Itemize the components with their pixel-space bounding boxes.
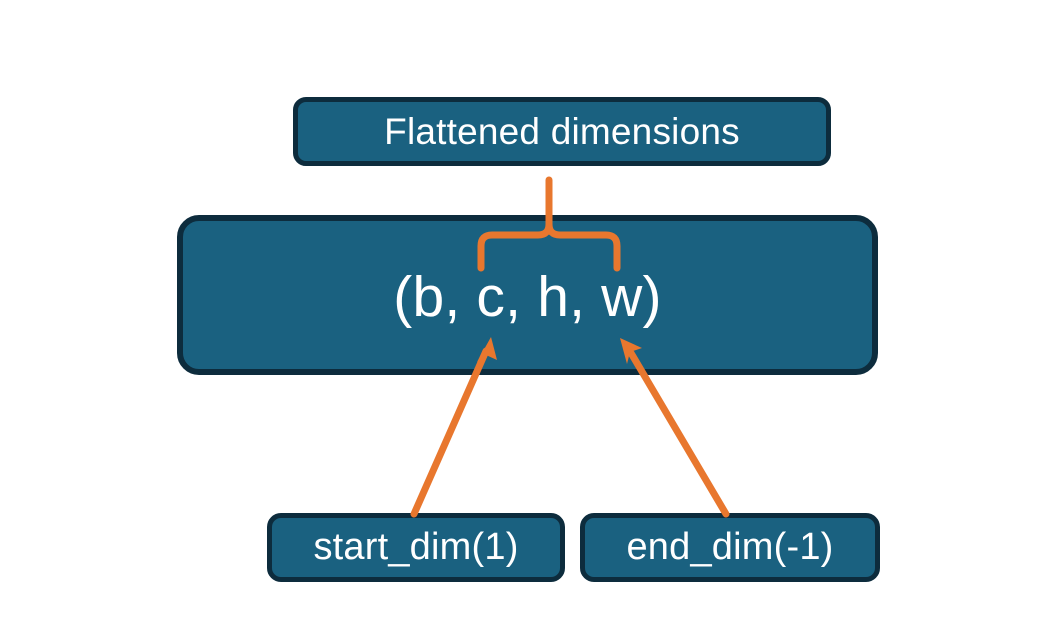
start-dim-box[interactable]: start_dim(1) (267, 513, 565, 582)
flattened-dimensions-box[interactable]: Flattened dimensions (293, 97, 831, 166)
start-dim-label: start_dim(1) (313, 526, 519, 568)
end-dim-box[interactable]: end_dim(-1) (580, 513, 880, 582)
tensor-shape-box[interactable]: (b, c, h, w) (177, 215, 878, 375)
tensor-shape-label: (b, c, h, w) (393, 265, 662, 329)
flattened-dimensions-label: Flattened dimensions (384, 110, 740, 152)
end-dim-label: end_dim(-1) (626, 526, 834, 568)
